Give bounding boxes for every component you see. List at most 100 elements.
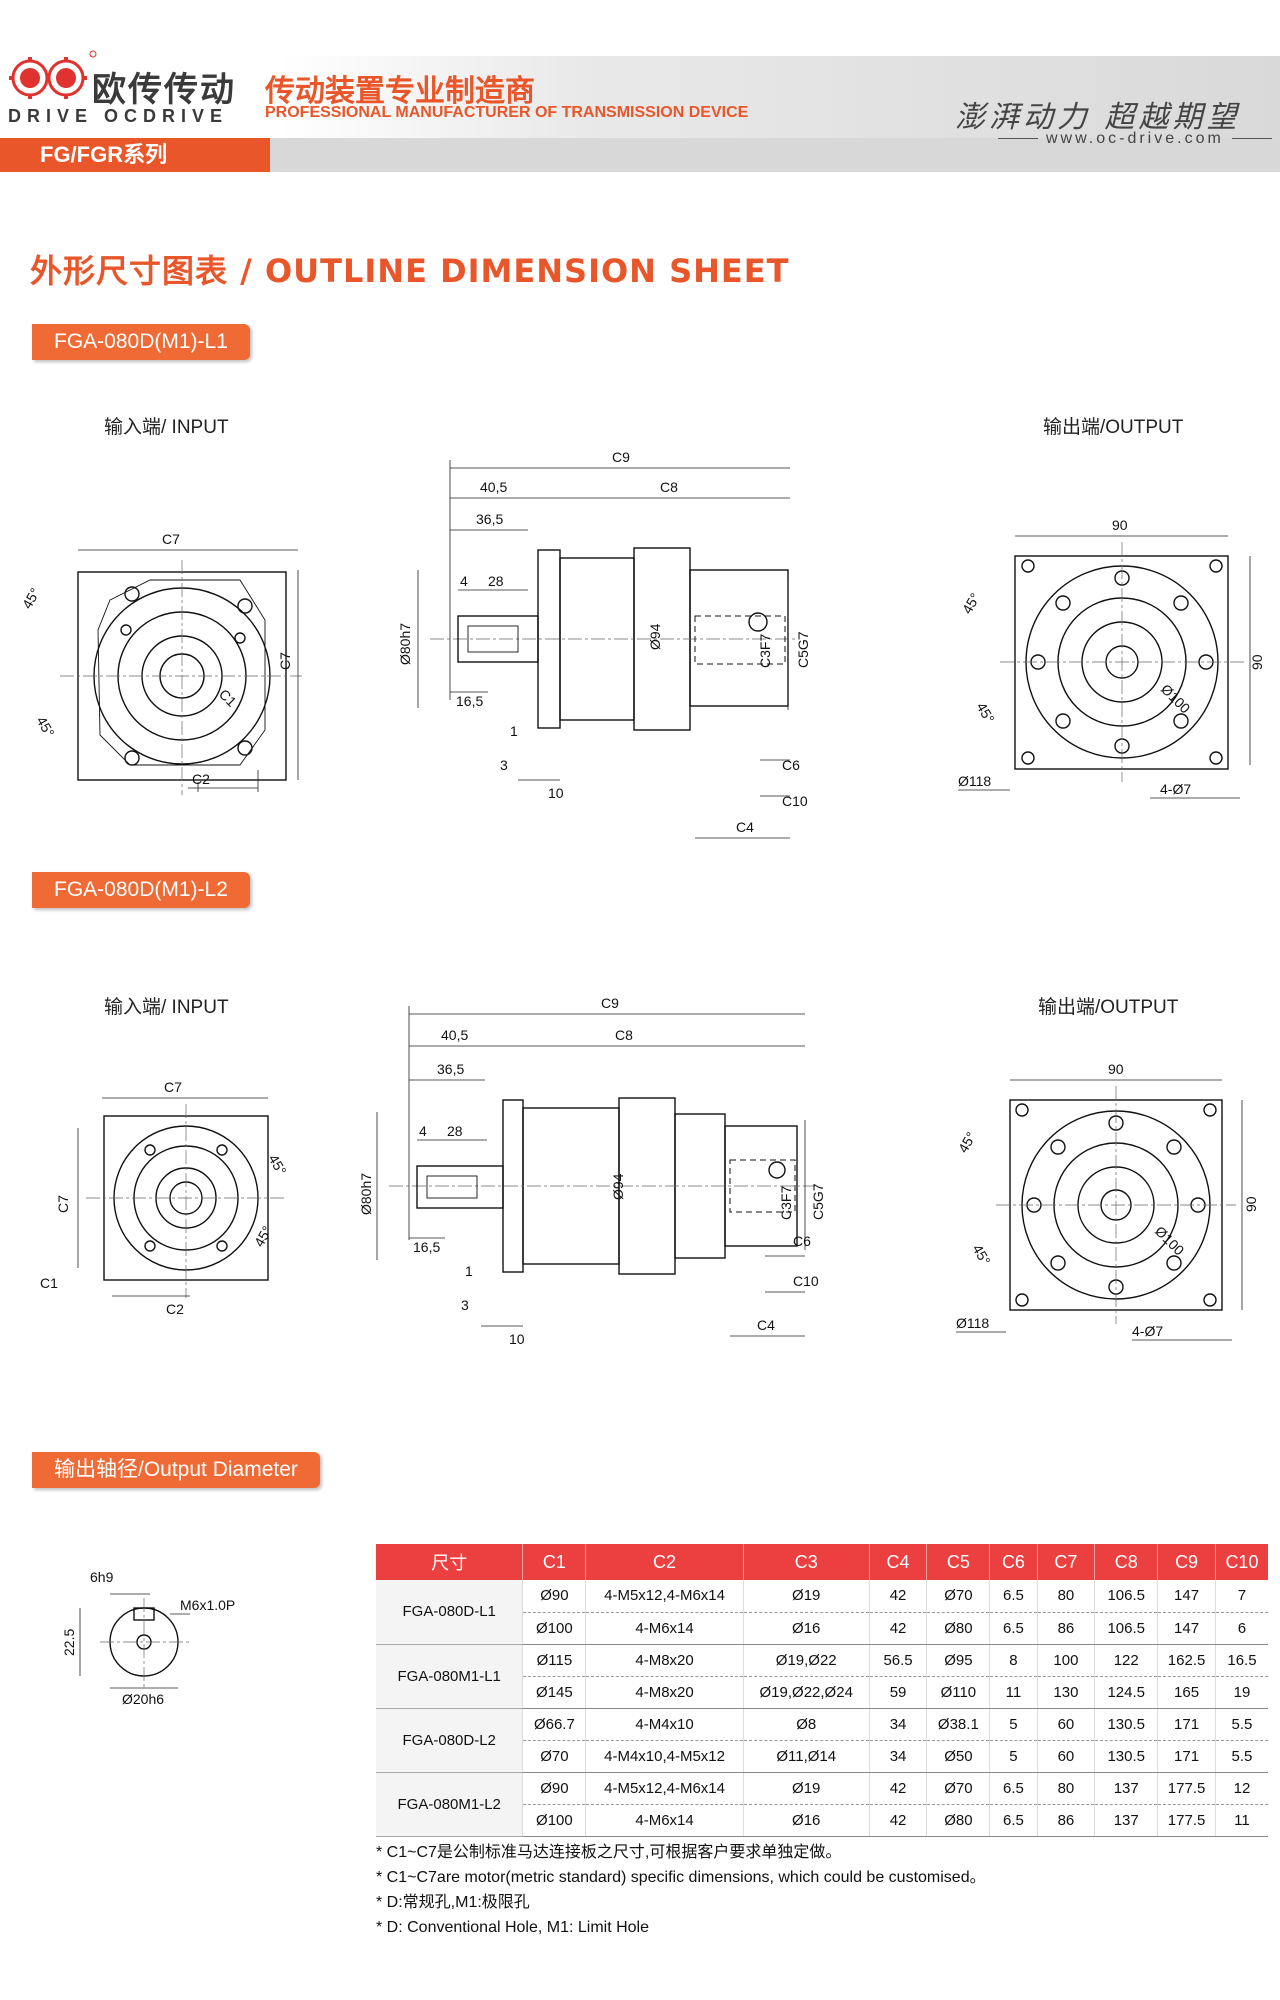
dim-c6: C6 [782, 757, 800, 773]
table-cell: Ø11,Ø14 [743, 1740, 870, 1773]
dim-36-5-l2: 36,5 [437, 1061, 464, 1077]
dim-c4: C4 [736, 819, 754, 835]
dim-dia94: Ø94 [647, 623, 663, 650]
table-cell: 6 [1215, 1612, 1268, 1645]
table-cell: 5 [989, 1740, 1038, 1773]
out-angle-upper-l2: 45° [955, 1129, 979, 1155]
dim-c2-l2: C2 [166, 1301, 184, 1317]
shaft-diameter: Ø20h6 [122, 1691, 164, 1707]
dim-dia100-l2: Ø100 [1152, 1223, 1188, 1259]
table-cell: 42 [869, 1804, 928, 1837]
table-cell: 86 [1037, 1804, 1096, 1837]
dim-c4-l2: C4 [757, 1317, 775, 1333]
table-row: FGA-080D-L1 Ø90 4-M5x12,4-M6x14 Ø19 42 Ø… [376, 1580, 1268, 1645]
table-row: Ø145 4-M8x20 Ø19,Ø22,Ø24 59 Ø110 11 130 … [376, 1676, 1268, 1709]
angle-lower: 45° [33, 714, 57, 740]
table-cell: Ø115 [522, 1644, 587, 1677]
table-cell: 137 [1094, 1772, 1159, 1805]
col-header: C7 [1037, 1544, 1096, 1580]
footnotes: * C1~C7是公制标准马达连接板之尺寸,可根据客户要求单独定做。 * C1~C… [376, 1840, 986, 1940]
table-cell: 7 [1215, 1580, 1268, 1613]
table-cell: 130.5 [1094, 1740, 1159, 1773]
col-header: C3 [743, 1544, 870, 1580]
output-label-l2: 输出端/OUTPUT [1038, 997, 1179, 1018]
dim-c9: C9 [612, 449, 630, 465]
table-cell: Ø50 [926, 1740, 991, 1773]
dim-28-l2: 28 [447, 1123, 463, 1139]
table-cell: 171 [1157, 1740, 1216, 1773]
table-cell: 4-M8x20 [585, 1644, 744, 1677]
table-cell: 147 [1157, 1580, 1216, 1613]
table-cell: 86 [1037, 1612, 1096, 1645]
dim-1-l2: 1 [465, 1263, 473, 1279]
col-header: 尺寸 [376, 1544, 524, 1580]
brand-name-en: DRIVE OCDRIVE [8, 106, 229, 126]
table-header-row: 尺寸 C1 C2 C3 C4 C5 C6 C7 C8 C9 C10 [376, 1544, 1268, 1580]
dim-16-5-l2: 16,5 [413, 1239, 440, 1255]
table-cell: 6.5 [989, 1772, 1038, 1805]
table-cell: 42 [869, 1612, 928, 1645]
dim-out-90: 90 [1112, 517, 1128, 533]
table-cell: 4-M5x12,4-M6x14 [585, 1580, 744, 1613]
dim-c5-l2: C5G7 [810, 1183, 826, 1220]
footnote: * D:常规孔,M1:极限孔 [376, 1894, 530, 1911]
table-cell: 4-M5x12,4-M6x14 [585, 1772, 744, 1805]
table-cell: 106.5 [1094, 1612, 1159, 1645]
side-view-drawing-l1: C9 40,5 C8 36,5 Ø80h7 Ø94 28 4 16,5 1 3 … [397, 449, 811, 839]
dim-c7-side-l2: C7 [55, 1195, 71, 1213]
dim-holes: 4-Ø7 [1160, 781, 1191, 797]
out-angle-lower: 45° [973, 700, 997, 726]
table-cell: 4-M8x20 [585, 1676, 744, 1709]
table-cell: 4-M6x14 [585, 1804, 744, 1837]
table-cell: 8 [989, 1644, 1038, 1677]
table-cell: 130 [1037, 1676, 1096, 1709]
shaft-key-width: 6h9 [90, 1569, 114, 1585]
dim-4: 4 [460, 573, 468, 589]
table-cell: 56.5 [869, 1644, 928, 1677]
table-cell: 4-M4x10 [585, 1708, 744, 1741]
table-cell: 60 [1037, 1740, 1096, 1773]
table-cell: 5.5 [1215, 1708, 1268, 1741]
table-cell: Ø16 [743, 1804, 870, 1837]
col-header: C10 [1215, 1544, 1268, 1580]
table-cell: 162.5 [1157, 1644, 1216, 1677]
table-cell: 42 [869, 1580, 928, 1613]
table-cell: Ø80 [926, 1612, 991, 1645]
table-cell: 6.5 [989, 1612, 1038, 1645]
dimension-table: 尺寸 C1 C2 C3 C4 C5 C6 C7 C8 C9 C10 FGA-08… [376, 1544, 1268, 1837]
table-cell: 6.5 [989, 1580, 1038, 1613]
table-cell: 165 [1157, 1676, 1216, 1709]
table-row: Ø100 4-M6x14 Ø16 42 Ø80 6.5 86 106.5 147… [376, 1612, 1268, 1645]
series-tab: FG/FGR系列 [0, 138, 270, 172]
dim-c3: C3F7 [757, 634, 773, 668]
dim-dia118-l2: Ø118 [956, 1315, 989, 1331]
dim-c8-l2: C8 [615, 1027, 633, 1043]
table-cell: 177.5 [1157, 1772, 1216, 1805]
table-cell: 4-M6x14 [585, 1612, 744, 1645]
table-row: FGA-080D-L2 Ø66.7 4-M4x10 Ø8 34 Ø38.1 5 … [376, 1708, 1268, 1773]
dim-c10-l2: C10 [793, 1273, 819, 1289]
dim-c8: C8 [660, 479, 678, 495]
model-tag-l1: FGA-080D(M1)-L1 [32, 324, 250, 360]
table-cell: Ø16 [743, 1612, 870, 1645]
dim-c6-l2: C6 [793, 1233, 811, 1249]
table-cell: Ø19 [743, 1580, 870, 1613]
output-shaft-drawing: 6h9 M6x1.0P 22.5 Ø20h6 [61, 1569, 235, 1707]
dim-dia80: Ø80h7 [397, 623, 413, 665]
dim-c9-l2: C9 [601, 995, 619, 1011]
dim-10-l2: 10 [509, 1331, 525, 1347]
table-cell: 100 [1037, 1644, 1096, 1677]
table-cell: 124.5 [1094, 1676, 1159, 1709]
table-cell: 5.5 [1215, 1740, 1268, 1773]
dim-16-5: 16,5 [456, 693, 483, 709]
model-cell: FGA-080D-L2 [376, 1708, 524, 1773]
dim-10: 10 [548, 785, 564, 801]
brand-name-cn: 欧传传动 [92, 70, 236, 110]
page-header: 欧传传动 DRIVE OCDRIVE 传动装置专业制造商 PROFESSIONA… [0, 0, 1280, 172]
table-cell: Ø8 [743, 1708, 870, 1741]
tagline-en: PROFESSIONAL MANUFACTURER OF TRANSMISSIO… [265, 104, 749, 121]
dim-3: 3 [500, 757, 508, 773]
table-cell: Ø100 [522, 1612, 587, 1645]
website-link[interactable]: www.oc-drive.com [990, 130, 1280, 148]
dim-c7-side: C7 [277, 652, 293, 670]
